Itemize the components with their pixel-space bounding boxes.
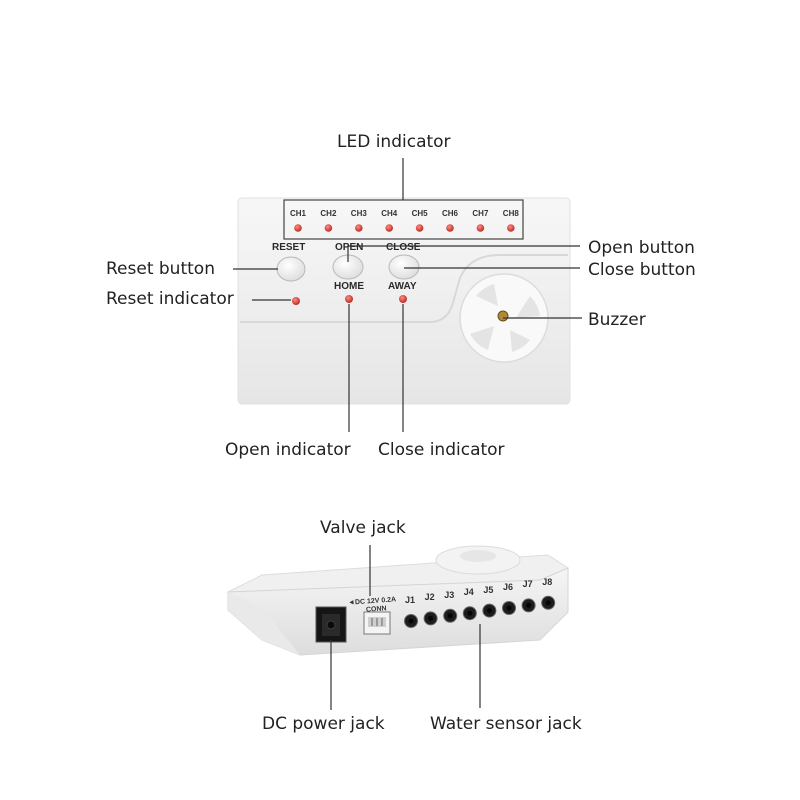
channel-led-4 xyxy=(385,224,394,232)
channel-led-3 xyxy=(355,224,363,232)
sensor-jack-1 xyxy=(404,614,418,628)
close-button-callout: Close button xyxy=(588,260,696,280)
valve-jack-callout: Valve jack xyxy=(320,518,406,538)
open-indicator-callout: Open indicator xyxy=(225,440,351,460)
jack-label-3: J3 xyxy=(444,589,455,600)
channel-led-7 xyxy=(476,224,485,232)
jack-label-8: J8 xyxy=(542,576,553,587)
channel-label-5: CH5 xyxy=(411,209,428,218)
front-callout-lines xyxy=(233,158,582,432)
led-indicator-callout: LED indicator xyxy=(337,132,451,152)
sensor-jack-3 xyxy=(443,608,458,623)
away-label: AWAY xyxy=(388,281,417,292)
jack-label-5: J5 xyxy=(483,584,494,595)
water-sensor-jack-callout: Water sensor jack xyxy=(430,714,582,734)
rear-housing xyxy=(227,545,570,656)
channel-led-6 xyxy=(446,224,454,232)
home-label: HOME xyxy=(334,281,364,292)
close-indicator-callout: Close indicator xyxy=(378,440,505,460)
reset-button[interactable] xyxy=(276,256,306,282)
led-row xyxy=(294,224,515,232)
close-indicator-led xyxy=(399,295,407,303)
channel-label-6: CH6 xyxy=(442,209,459,218)
open-button-callout: Open button xyxy=(588,238,695,258)
sensor-jack-2 xyxy=(423,611,438,626)
reset-indicator-led xyxy=(292,297,300,305)
close-button[interactable] xyxy=(388,254,420,280)
jack-label-6: J6 xyxy=(503,582,514,592)
reset-label: RESET xyxy=(272,242,306,253)
open-label: OPEN xyxy=(335,242,364,253)
sensor-jack-5 xyxy=(482,603,497,618)
dc-power-jack-callout: DC power jack xyxy=(262,714,385,734)
reset-button-callout: Reset button xyxy=(106,259,215,279)
rear-callout-lines xyxy=(330,545,481,710)
conn-label: CONN xyxy=(365,605,387,614)
jack-label-2: J2 xyxy=(424,592,435,603)
jack-label-4: J4 xyxy=(463,587,474,598)
channel-label-2: CH2 xyxy=(320,209,337,218)
channel-led-5 xyxy=(415,224,424,232)
jack-row xyxy=(404,595,556,628)
channel-label-4: CH4 xyxy=(381,209,398,218)
channel-led-1 xyxy=(294,224,302,232)
channel-led-2 xyxy=(324,224,333,232)
valve-jack-icon xyxy=(363,611,391,635)
sensor-jack-4 xyxy=(462,606,477,621)
sensor-jack-6 xyxy=(502,601,516,615)
channel-label-3: CH3 xyxy=(350,209,367,218)
dc-power-jack-icon xyxy=(315,606,347,643)
channel-label-8: CH8 xyxy=(502,209,519,218)
channel-label-7: CH7 xyxy=(472,209,489,218)
open-indicator-led xyxy=(345,295,353,303)
jack-label-1: J1 xyxy=(405,595,416,605)
buzzer-callout: Buzzer xyxy=(588,310,646,330)
sensor-jack-7 xyxy=(521,598,536,613)
channel-led-8 xyxy=(507,224,515,232)
channel-label-1: CH1 xyxy=(290,209,307,218)
close-label: CLOSE xyxy=(386,242,421,253)
jack-label-7: J7 xyxy=(522,579,533,590)
reset-indicator-callout: Reset indicator xyxy=(106,289,234,309)
sensor-jack-8 xyxy=(541,595,556,610)
